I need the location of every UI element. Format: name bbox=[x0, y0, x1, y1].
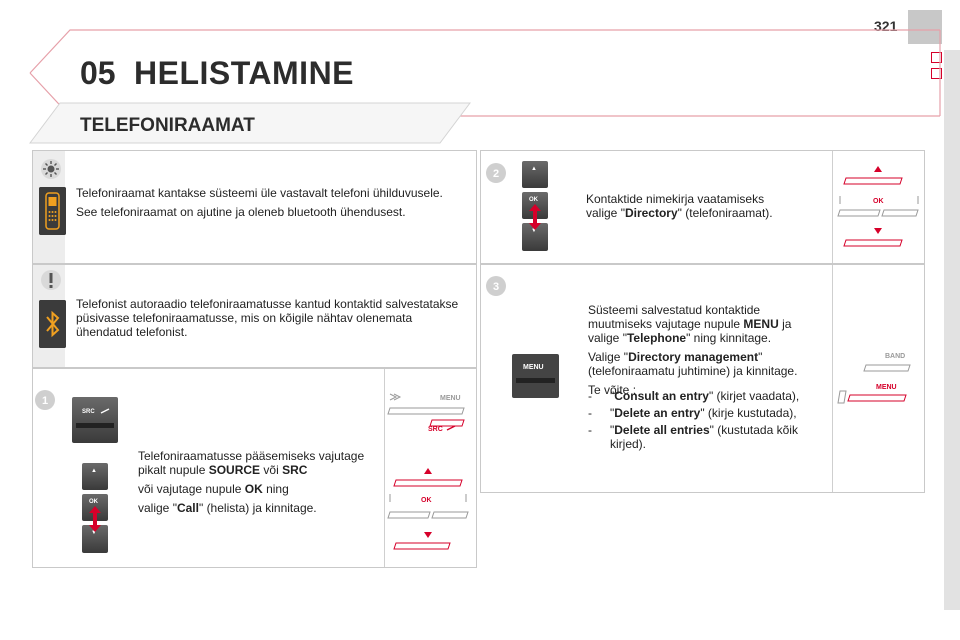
menu-button: MENU bbox=[512, 354, 559, 398]
corner-square-1 bbox=[931, 52, 942, 63]
step3-badge: 3 bbox=[486, 276, 506, 296]
page-sidebar bbox=[944, 50, 960, 610]
step1-line2-post: ning bbox=[262, 482, 289, 496]
band-label: BAND bbox=[885, 353, 906, 360]
step3-menu: MENU bbox=[743, 317, 779, 331]
corner-square-2 bbox=[931, 68, 942, 79]
list-item-dash: - bbox=[588, 389, 592, 403]
ok-label-diagram-step1: OK bbox=[421, 497, 432, 504]
list-item-dash: - bbox=[588, 423, 592, 437]
title-decoration bbox=[29, 29, 941, 144]
phone-handset-icon bbox=[100, 408, 110, 414]
step2-text: Kontaktide nimekirja vaatamiseks valige … bbox=[586, 192, 826, 225]
step3-p1: Süsteemi salvestatud kontaktide muutmise… bbox=[588, 303, 820, 345]
step1-line3-call: Call bbox=[176, 501, 199, 515]
delete-entry: Delete an entry bbox=[614, 406, 701, 420]
info-note-text: Telefoniraamat kantakse süsteemi üle vas… bbox=[76, 186, 466, 224]
phone-icon bbox=[39, 187, 66, 235]
list-item: - "Consult an entry" (kirjet vaadata), bbox=[588, 389, 828, 405]
ok-label-step2: OK bbox=[529, 197, 538, 203]
step1-line3-post: " (helista) ja kinnitage. bbox=[198, 501, 317, 515]
corner-block bbox=[908, 10, 942, 44]
step1-line1-src: SRC bbox=[282, 463, 308, 477]
section-title: TELEFONIRAAMAT bbox=[80, 115, 255, 136]
menu-label-step3: MENU bbox=[876, 384, 897, 391]
list-item-dash: - bbox=[588, 406, 592, 420]
bluetooth-icon bbox=[39, 300, 66, 348]
step2-divider bbox=[832, 151, 833, 263]
step2-line2-pre: valige " bbox=[586, 206, 625, 220]
step2-line2: valige "Directory" (telefoniraamat). bbox=[586, 206, 826, 220]
src-label-step1: SRC bbox=[428, 426, 443, 433]
menu-button-label: MENU bbox=[523, 364, 544, 371]
double-arrow-icon bbox=[89, 506, 101, 532]
sun-icon bbox=[41, 159, 61, 179]
phone-handset-red-icon bbox=[446, 425, 456, 431]
step3-telephone: Telephone bbox=[626, 331, 687, 345]
step3-p2-post: " (telefoniraamatu juhtimine) ja kinnita… bbox=[588, 350, 798, 378]
step1-line3: valige "Call" (helista) ja kinnitage. bbox=[138, 501, 378, 515]
step3-control-diagram bbox=[837, 364, 911, 404]
chapter-number: 05 bbox=[80, 55, 116, 91]
list-item-quote: " bbox=[610, 389, 615, 403]
delete-all-entries: Delete all entries bbox=[614, 423, 710, 437]
list-item-body: "Delete all entries" (kustutada kõik kir… bbox=[610, 423, 820, 451]
up-button-step1: ▲ bbox=[82, 463, 108, 490]
step3-text: Süsteemi salvestatud kontaktide muutmise… bbox=[588, 303, 820, 402]
up-button-step2: ▲ bbox=[522, 161, 548, 188]
step1-line1-mid: või bbox=[260, 463, 283, 477]
step1-line2: või vajutage nupule OK ning bbox=[138, 482, 378, 496]
step3-p2-pre: Valige " bbox=[588, 350, 629, 364]
info-panel bbox=[32, 150, 477, 264]
step3-p1-post: " ning kinnitage. bbox=[686, 331, 772, 345]
step2-directory: Directory bbox=[624, 206, 678, 220]
src-button-label: SRC bbox=[82, 409, 95, 415]
step3-divider bbox=[832, 265, 833, 492]
chapter-title: HELISTAMINE bbox=[134, 55, 355, 91]
list-item: - "Delete an entry" (kirje kustutada), bbox=[588, 406, 828, 422]
step2-badge: 2 bbox=[486, 163, 506, 183]
step1-line3-pre: valige " bbox=[138, 501, 177, 515]
info-note-line2: See telefoniraamat on ajutine ja oleneb … bbox=[76, 205, 406, 219]
warning-panel bbox=[32, 264, 477, 368]
step3-p1-pre: Süsteemi salvestatud kontaktide muutmise… bbox=[588, 303, 761, 331]
step2-panel bbox=[480, 150, 925, 264]
src-button: SRC bbox=[72, 397, 118, 443]
step1-badge: 1 bbox=[35, 390, 55, 410]
step2-line2-post: " (telefoniraamat). bbox=[677, 206, 773, 220]
list-item-post: " (kirjet vaadata), bbox=[708, 389, 800, 403]
step2-control-diagram bbox=[837, 166, 919, 247]
double-arrow-icon-step2 bbox=[529, 204, 541, 230]
exclamation-icon bbox=[41, 270, 61, 290]
warning-note-text: Telefonist autoraadio telefoniraamatusse… bbox=[76, 297, 459, 339]
info-note-line1: Telefoniraamat kantakse süsteemi üle vas… bbox=[76, 186, 443, 200]
step1-line1-pre: Telefoniraamatusse pääsemiseks vajutage … bbox=[138, 449, 365, 477]
step3-directory-management: Directory management bbox=[628, 350, 759, 364]
list-item-body: "Delete an entry" (kirje kustutada), bbox=[610, 406, 797, 420]
step1-control-diagram bbox=[387, 393, 469, 550]
ok-label-diagram-step2: OK bbox=[873, 198, 884, 205]
step3-p3: Te võite : bbox=[588, 383, 637, 397]
list-item-quote: " bbox=[610, 406, 615, 420]
list-item: - "Delete all entries" (kustutada kõik k… bbox=[588, 423, 828, 455]
list-item-quote: " bbox=[610, 423, 615, 437]
consult-entry: Consult an entry bbox=[614, 389, 709, 403]
step2-number: 2 bbox=[493, 168, 499, 180]
list-item-post: " (kirje kustutada), bbox=[700, 406, 797, 420]
step1-text: Telefoniraamatusse pääsemiseks vajutage … bbox=[138, 449, 378, 520]
ok-label-step1: OK bbox=[89, 499, 98, 505]
step1-line1: Telefoniraamatusse pääsemiseks vajutage … bbox=[138, 449, 378, 477]
step3-p2: Valige "Directory management" (telefonir… bbox=[588, 350, 820, 378]
step1-line1-source: SOURCE bbox=[208, 463, 261, 477]
step3-p1-mid: ja valige " bbox=[588, 317, 792, 345]
menu-label-step1: MENU bbox=[440, 395, 461, 402]
list-item-body: "Consult an entry" (kirjet vaadata), bbox=[610, 389, 799, 403]
step3-number: 3 bbox=[493, 281, 499, 293]
step1-number: 1 bbox=[42, 395, 48, 407]
step2-line1: Kontaktide nimekirja vaatamiseks bbox=[586, 192, 765, 206]
step1-divider bbox=[384, 369, 385, 567]
step1-line2-pre: või vajutage nupule bbox=[138, 482, 245, 496]
list-item-post: " (kustutada kõik kirjed). bbox=[610, 423, 798, 451]
step1-line2-ok: OK bbox=[244, 482, 263, 496]
